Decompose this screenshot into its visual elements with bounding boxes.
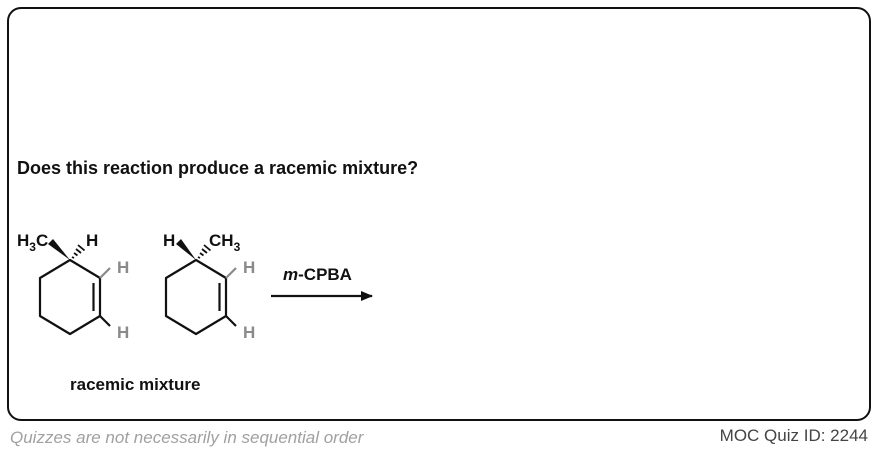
h-label: H xyxy=(163,231,175,250)
reagent-label: m-CPBA xyxy=(283,265,352,284)
h-label: H xyxy=(86,231,98,250)
vinyl-h-label: H xyxy=(243,258,255,277)
racemic-mixture-label: racemic mixture xyxy=(70,375,200,394)
vinyl-h-label: H xyxy=(117,258,129,277)
question-text: Does this reaction produce a racemic mix… xyxy=(17,158,419,178)
molecule-left: H3C H H H xyxy=(17,231,129,342)
quiz-id: MOC Quiz ID: 2244 xyxy=(719,426,868,445)
footer-note: Quizzes are not necessarily in sequentia… xyxy=(10,428,364,447)
molecule-right: H CH3 H H xyxy=(163,231,255,342)
hash-bond xyxy=(197,244,212,259)
vinyl-h-label: H xyxy=(117,323,129,342)
methyl-label: CH3 xyxy=(209,231,241,254)
vinyl-h-label: H xyxy=(243,323,255,342)
wedge-bond xyxy=(176,239,196,260)
hash-bond xyxy=(71,244,86,259)
methyl-label: H3C xyxy=(17,231,48,254)
wedge-bond xyxy=(48,239,70,260)
quiz-card xyxy=(7,7,871,421)
